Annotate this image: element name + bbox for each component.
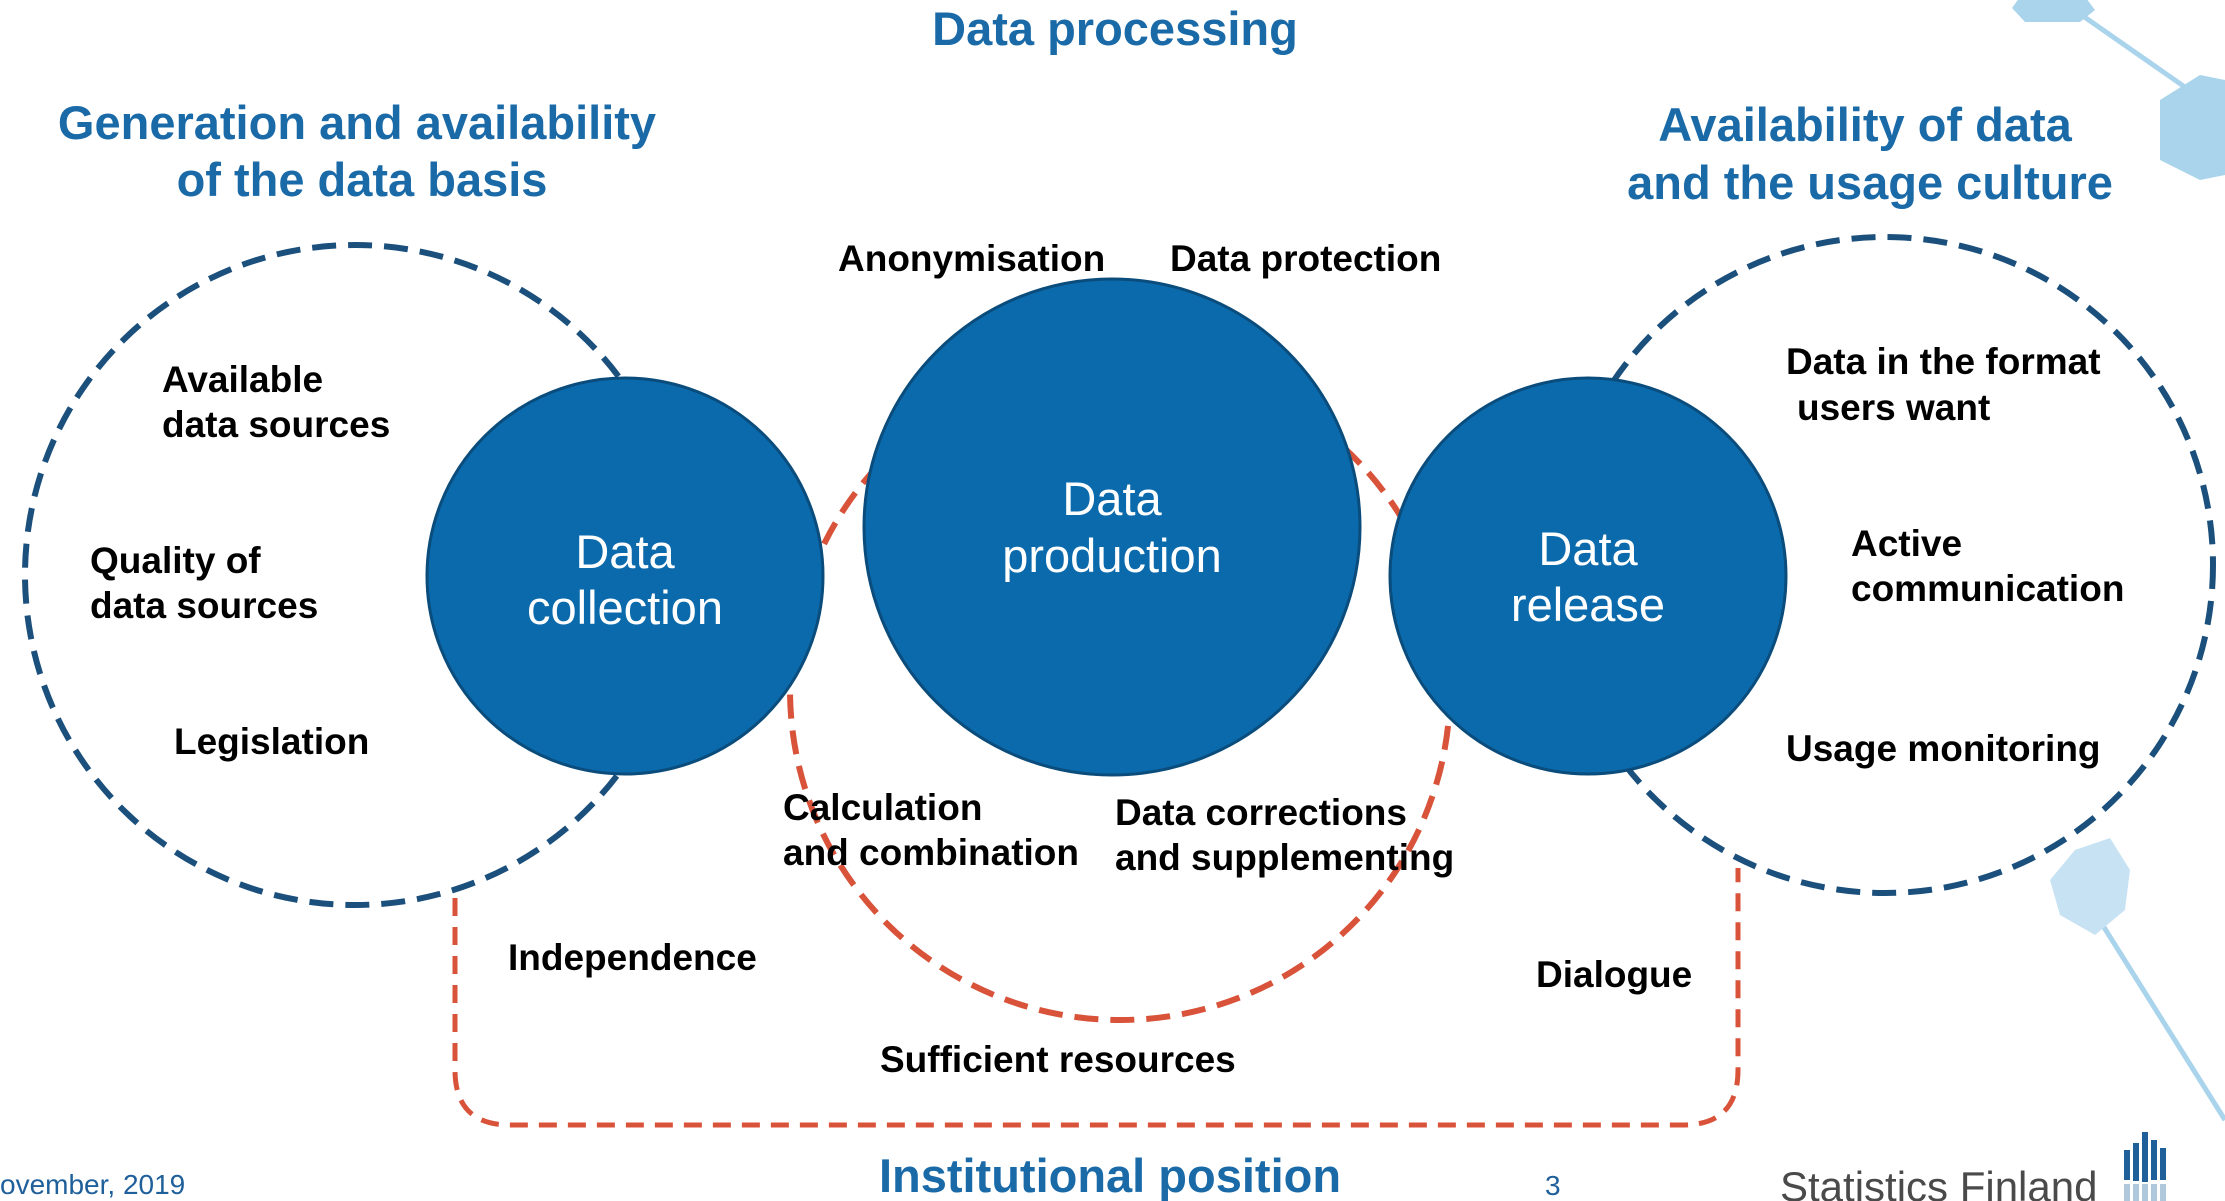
availability-heading-line2: and the usage culture [1627,156,2113,209]
data-collection-label-line2: collection [527,581,723,634]
available-data-sources-line2: data sources [162,404,390,445]
data-release-label-line1: Data [1538,522,1638,575]
data-format-line2: users want [1797,387,1990,428]
data-protection-label: Data protection [1170,238,1441,279]
corrections-line1: Data corrections [1115,792,1407,833]
generation-heading-line2: of the data basis [177,153,548,206]
quality-of-data-sources-line1: Quality of [90,540,261,581]
data-processing-heading: Data processing [932,2,1298,55]
data-release-label-line2: release [1511,578,1665,631]
data-collection-hub [425,376,825,776]
statistics-finland-logo-text: Statistics Finland [1780,1163,2097,1201]
active-communication-line2: communication [1851,568,2124,609]
footer-date: ovember, 2019 [0,1169,185,1200]
data-production-label-line1: Data [1062,472,1162,525]
independence-label: Independence [508,937,757,978]
quality-of-data-sources-line2: data sources [90,585,318,626]
decorative-network-graphic [2012,0,2225,1122]
data-release-hub [1388,376,1788,776]
institutional-position-frame [452,868,1741,1128]
anonymisation-label: Anonymisation [838,238,1105,279]
generation-heading-line1: Generation and availability [58,96,656,149]
institutional-position-heading: Institutional position [879,1149,1341,1201]
legislation-label: Legislation [174,721,369,762]
sufficient-resources-label: Sufficient resources [880,1039,1236,1080]
page-number: 3 [1545,1170,1561,1201]
data-production-label-line2: production [1002,529,1222,582]
availability-heading-line1: Availability of data [1658,98,2072,151]
statistics-finland-logo-icon [2124,1132,2166,1201]
dialogue-label: Dialogue [1536,954,1692,995]
available-data-sources-line1: Available [162,359,323,400]
calculation-line2: and combination [783,832,1079,873]
data-production-hub [862,277,1362,777]
active-communication-line1: Active [1851,523,1962,564]
data-format-line1: Data in the format [1786,341,2101,382]
usage-monitoring-label: Usage monitoring [1786,728,2101,769]
data-collection-label-line1: Data [575,525,675,578]
corrections-line2: and supplementing [1115,837,1454,878]
calculation-line1: Calculation [783,787,982,828]
